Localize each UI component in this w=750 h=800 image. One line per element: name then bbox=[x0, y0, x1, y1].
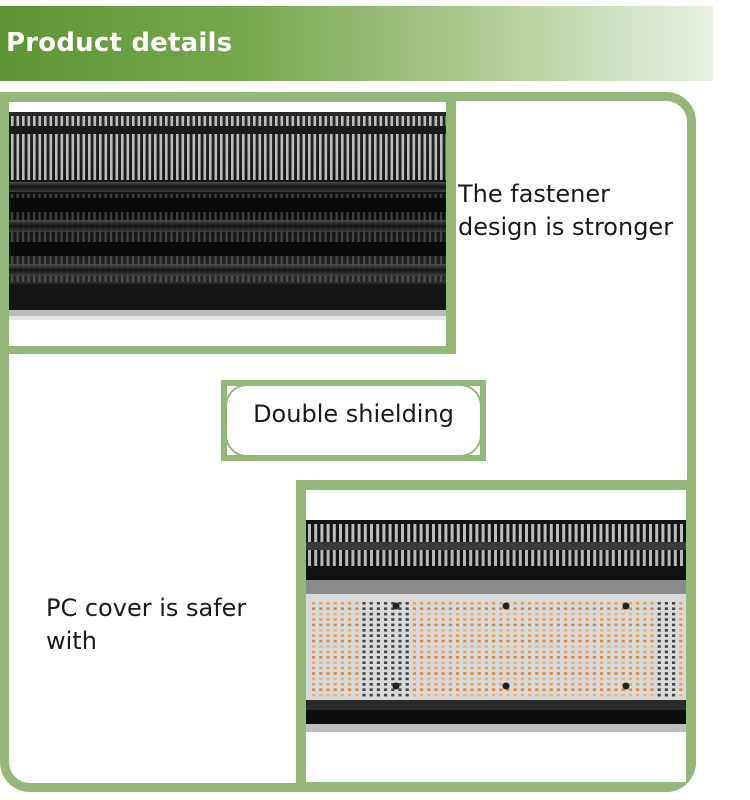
led-board-image bbox=[306, 520, 686, 732]
pc-cover-photo bbox=[306, 490, 686, 782]
fastener-photo-frame bbox=[0, 92, 456, 354]
fastener-caption: The fastener design is stronger bbox=[458, 180, 674, 241]
header-banner: Product details bbox=[0, 6, 713, 81]
badge-pill bbox=[225, 384, 482, 457]
badge-ring bbox=[227, 386, 480, 455]
heatsink-fins-image bbox=[9, 112, 446, 320]
fastener-photo bbox=[9, 102, 446, 346]
double-shielding-badge: Double shielding bbox=[221, 380, 486, 461]
pc-cover-photo-frame bbox=[296, 480, 696, 792]
double-shielding-label: Double shielding bbox=[253, 400, 454, 428]
pc-cover-caption: PC cover is safer with bbox=[46, 594, 247, 655]
page-title: Product details bbox=[6, 28, 233, 58]
